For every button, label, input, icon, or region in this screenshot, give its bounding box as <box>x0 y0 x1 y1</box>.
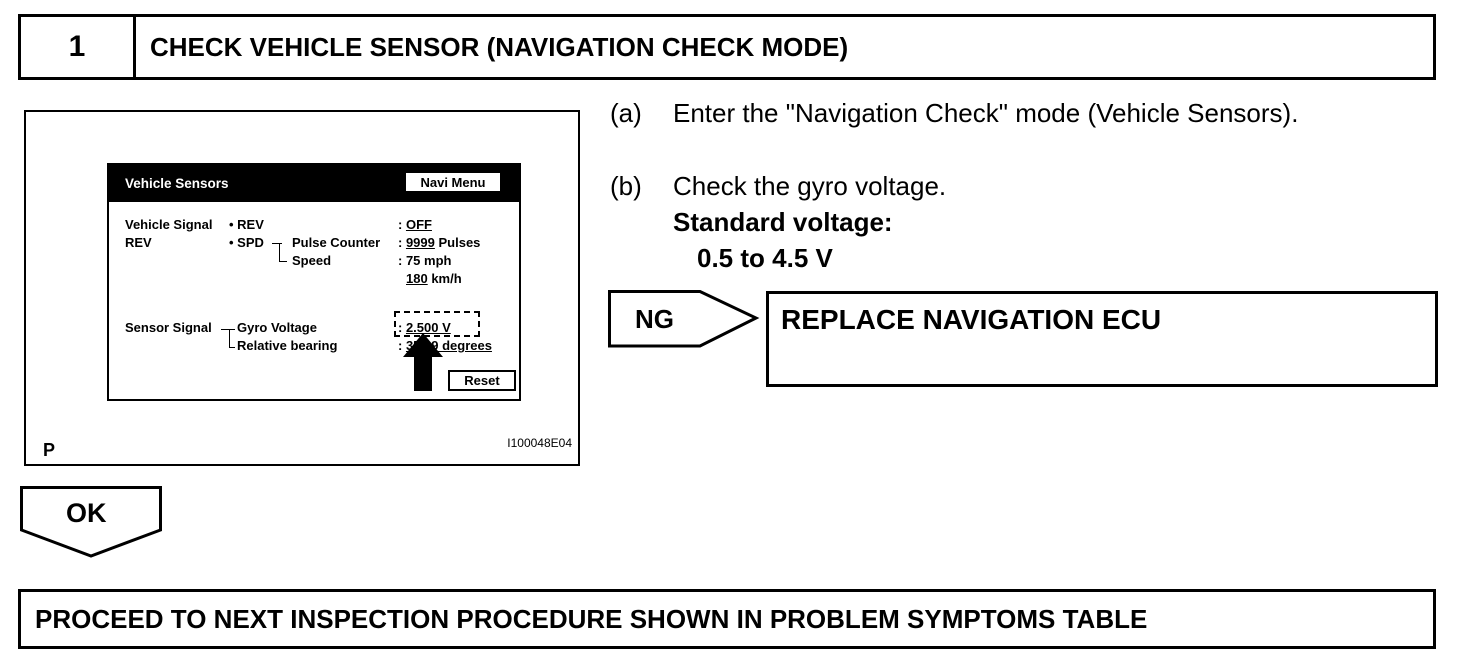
gyro-value-highlight <box>394 311 480 337</box>
figure-code: I100048E04 <box>507 436 572 450</box>
pulse-value-row: : 9999 Pulses <box>398 235 481 250</box>
pulse-unit: Pulses <box>438 235 481 250</box>
pulse-value: 9999 <box>405 235 435 250</box>
screen-title-bar: Vehicle Sensors Navi Menu <box>109 165 519 202</box>
vehicle-sensors-figure: Vehicle Sensors Navi Menu Vehicle Signal… <box>24 110 580 466</box>
sensor-bracket-top <box>221 329 235 330</box>
navi-menu-button[interactable]: Navi Menu <box>405 172 501 192</box>
ng-arrow-icon <box>608 290 760 348</box>
spd-bracket-vertical <box>279 243 280 261</box>
standard-voltage-label: Standard voltage: <box>673 207 893 237</box>
spd-bracket-bottom <box>279 261 287 262</box>
gyro-value-row: : 2.500 V <box>398 320 451 335</box>
final-procedure-box: PROCEED TO NEXT INSPECTION PROCEDURE SHO… <box>18 589 1436 649</box>
speed-label: Speed <box>292 253 332 268</box>
step-number: 1 <box>21 17 136 77</box>
speed-mph: 75 mph <box>405 253 452 268</box>
rev-value-row: : OFF <box>398 217 432 232</box>
speed-kmh-unit: km/h <box>431 271 462 286</box>
ng-action-box: REPLACE NAVIGATION ECU <box>766 291 1438 387</box>
instruction-b-letter: (b) <box>610 171 642 201</box>
ok-arrow-icon <box>20 486 162 558</box>
figure-corner-label: P <box>43 440 56 460</box>
reset-button[interactable]: Reset <box>448 370 516 391</box>
screen-title: Vehicle Sensors <box>125 176 229 191</box>
instruction-a-letter: (a) <box>610 98 642 128</box>
gyro-value: 2.500 V <box>405 320 451 335</box>
sensor-bracket-vertical <box>229 329 230 347</box>
ng-label: NG <box>635 304 674 334</box>
rev-label: REV <box>125 235 152 250</box>
pulse-counter-label: Pulse Counter <box>292 235 381 250</box>
gyro-voltage-label: Gyro Voltage <box>237 320 317 335</box>
speed-mph-row: : 75 mph <box>398 253 452 268</box>
instruction-b-text: Check the gyro voltage. <box>673 171 947 201</box>
speed-kmh-value: 180 <box>406 271 428 286</box>
step-title: CHECK VEHICLE SENSOR (NAVIGATION CHECK M… <box>150 31 849 62</box>
spd-bracket-top <box>272 243 282 244</box>
rev-item: • REV <box>229 217 264 232</box>
sensor-bracket-bottom <box>229 347 235 348</box>
vehicle-signal-label: Vehicle Signal <box>125 217 213 232</box>
speed-kmh-row: 180 km/h <box>406 271 462 286</box>
ok-label: OK <box>66 498 107 528</box>
sensor-signal-label: Sensor Signal <box>125 320 212 335</box>
standard-voltage-value: 0.5 to 4.5 V <box>697 243 833 273</box>
up-arrow-icon <box>403 333 443 391</box>
instruction-a-text: Enter the "Navigation Check" mode (Vehic… <box>673 98 1299 128</box>
step-header: 1 CHECK VEHICLE SENSOR (NAVIGATION CHECK… <box>18 14 1436 80</box>
vehicle-sensors-screen: Vehicle Sensors Navi Menu Vehicle Signal… <box>107 163 521 401</box>
spd-item: • SPD <box>229 235 264 250</box>
rev-value: OFF <box>405 217 432 232</box>
relative-bearing-label: Relative bearing <box>237 338 338 353</box>
